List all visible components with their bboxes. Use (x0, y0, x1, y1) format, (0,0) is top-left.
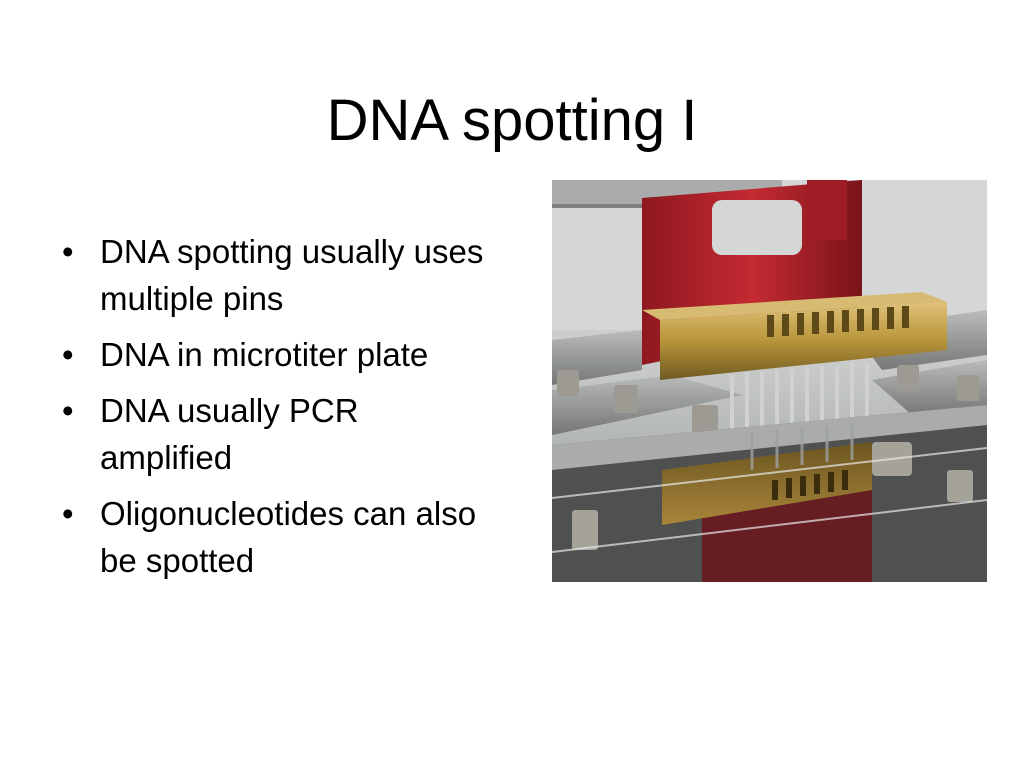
bullet-dot: • (62, 495, 74, 532)
bullet-text: DNA spotting usually uses multiple pins (100, 233, 484, 317)
bullet-dot: • (62, 233, 74, 270)
bullet-dot: • (62, 392, 74, 429)
bullet-text: DNA in microtiter plate (100, 336, 429, 373)
bullet-item: • Oligonucleotides can also be spotted (56, 490, 496, 584)
bullet-list: • DNA spotting usually uses multiple pins… (56, 228, 496, 593)
bullet-text: DNA usually PCR amplified (100, 392, 359, 476)
bullet-item: • DNA in microtiter plate (56, 331, 496, 378)
slide-title: DNA spotting I (326, 88, 698, 153)
bullet-dot: • (62, 336, 74, 373)
bullet-text: Oligonucleotides can also be spotted (100, 495, 477, 579)
bullet-item: • DNA spotting usually uses multiple pins (56, 228, 496, 322)
spotting-robot-photo (552, 180, 987, 582)
bullet-item: • DNA usually PCR amplified (56, 387, 496, 481)
